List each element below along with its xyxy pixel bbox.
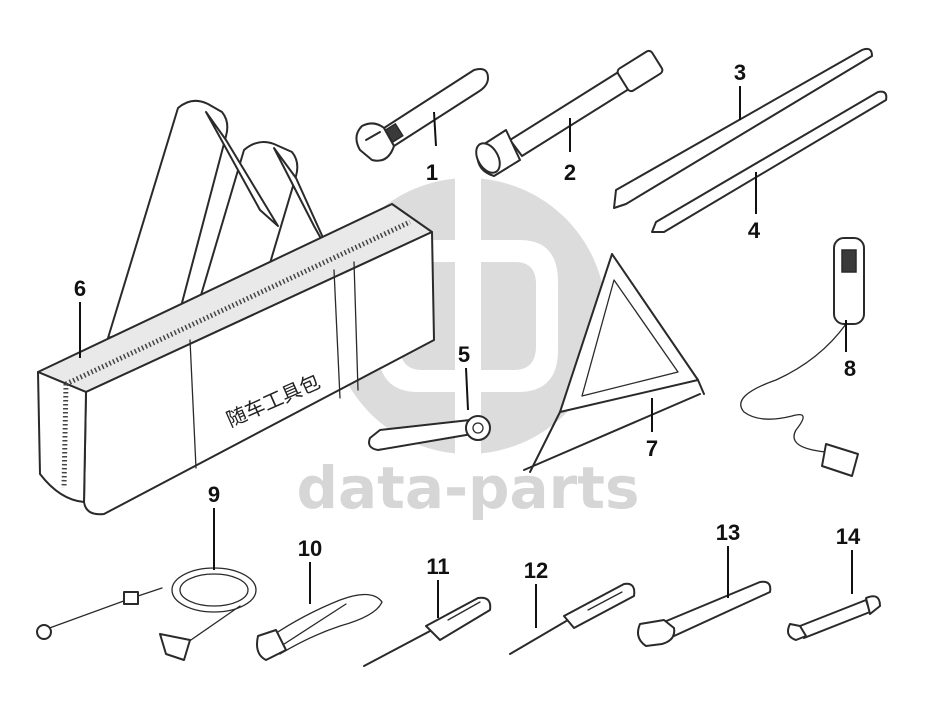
open-spanner-part-14 — [787, 595, 881, 641]
air-pump-part-8 — [740, 237, 865, 477]
leader-lines — [79, 86, 853, 628]
socket-wrench-part-2 — [475, 49, 664, 177]
screwdriver-part-11 — [363, 596, 492, 667]
adjustable-wrench-part-13 — [637, 580, 772, 647]
pry-bar-part-3 — [613, 47, 873, 209]
callout-11: 11 — [426, 554, 449, 579]
pliers-part-10 — [256, 593, 383, 661]
screwdriver-part-12 — [509, 582, 636, 655]
callout-10: 10 — [298, 536, 322, 561]
ring-spanner-part-5 — [368, 415, 491, 451]
warning-triangle-part-7 — [523, 253, 705, 473]
callout-6: 6 — [74, 276, 86, 301]
callout-8: 8 — [844, 356, 856, 381]
inflation-hose-part-9 — [36, 567, 257, 661]
callout-4: 4 — [748, 218, 761, 243]
adjustable-wrench-part-1 — [355, 68, 489, 162]
pry-bar-part-4 — [651, 90, 888, 233]
callout-13: 13 — [716, 520, 740, 545]
tool-bag-part-6: 随车工具包 — [37, 99, 435, 516]
callout-3: 3 — [734, 60, 746, 85]
callout-9: 9 — [208, 482, 220, 507]
callout-14: 14 — [836, 524, 861, 549]
callout-7: 7 — [646, 436, 658, 461]
callout-2: 2 — [564, 160, 576, 185]
callout-1: 1 — [426, 160, 438, 185]
callout-12: 12 — [524, 558, 548, 583]
callout-5: 5 — [458, 342, 470, 367]
watermark-text: data-parts — [296, 454, 639, 522]
